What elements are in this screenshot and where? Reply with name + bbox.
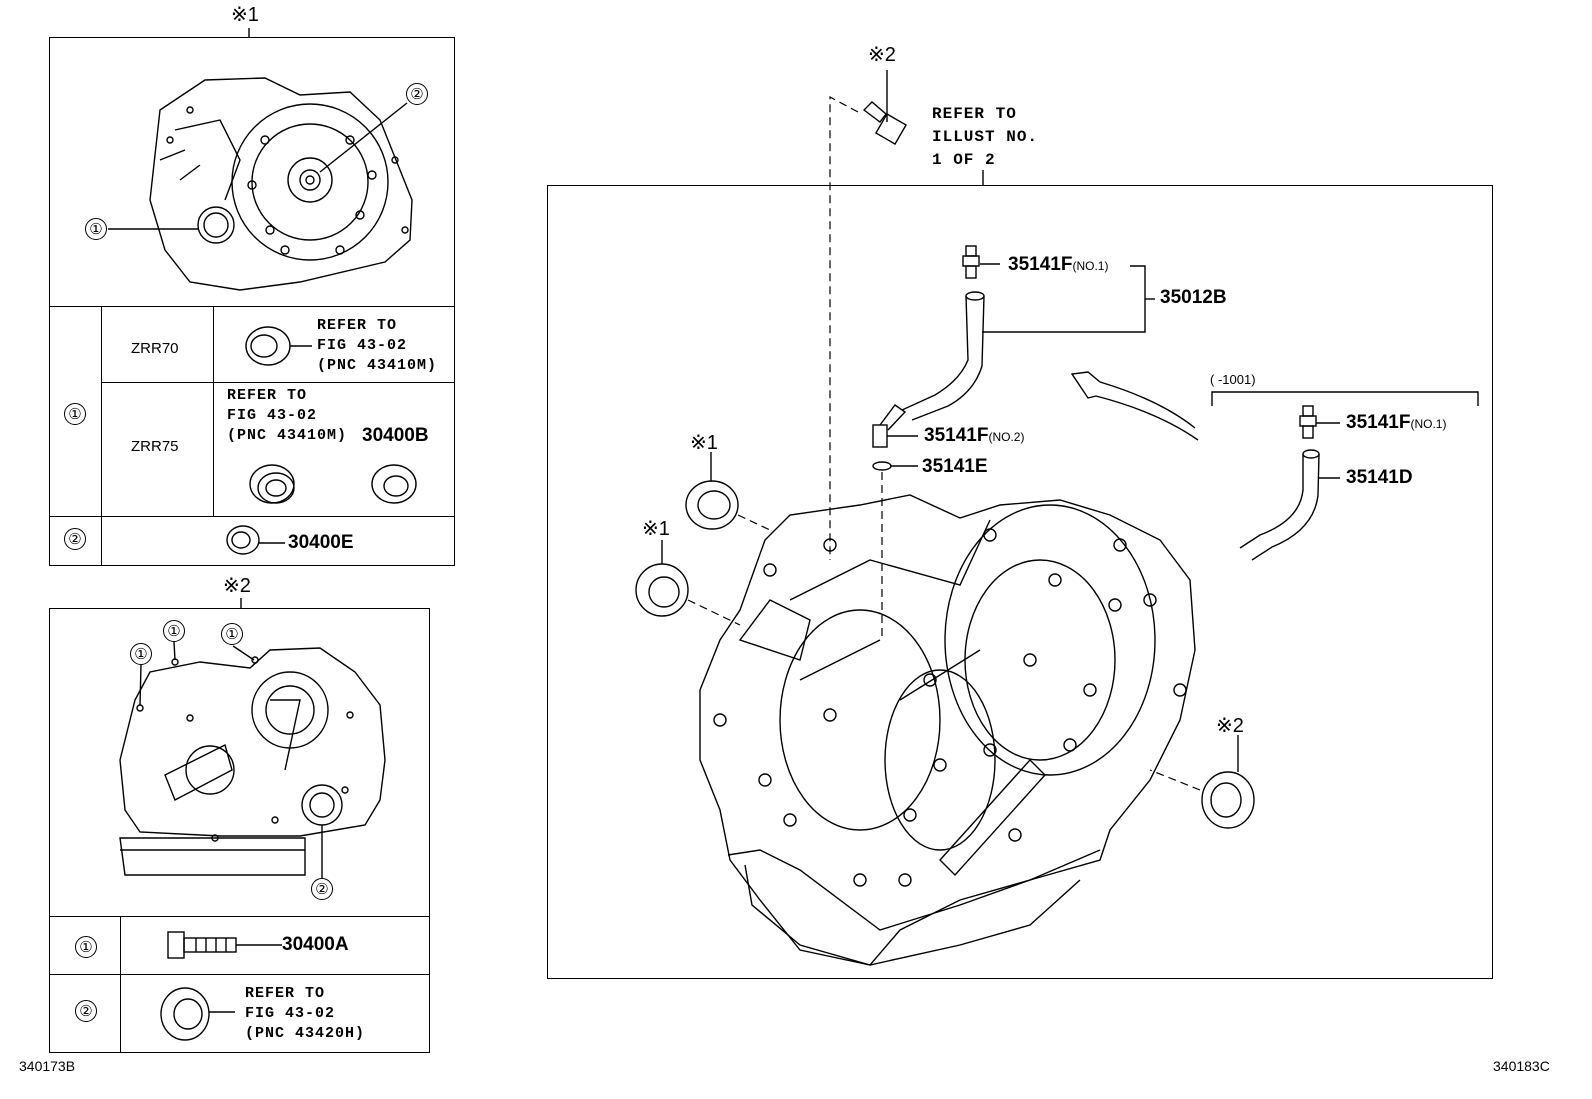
seal-mark-3: ※2 <box>1216 715 1244 737</box>
inset1-row1-marker: ① <box>64 403 86 425</box>
inset1-row2-marker: ② <box>64 528 86 550</box>
inset1-transaxle-drawing <box>108 77 413 291</box>
zrr70-label: ZRR70 <box>131 340 179 357</box>
dashed-leader-top <box>829 95 859 560</box>
inset1-row-mid-line <box>101 382 455 383</box>
part-35141F-no1-right: 35141F <box>1346 412 1411 433</box>
bolt-ref-2 <box>862 70 907 145</box>
inset2-row2-line <box>49 974 430 975</box>
part-35141F-no1: 35141F <box>1008 254 1073 275</box>
inset1-col1-line <box>101 306 102 566</box>
hose-35141D <box>1239 453 1320 561</box>
zrr75-note: REFER TO FIG 43-02 (PNC 43410M) <box>227 387 348 444</box>
figure-code-left: 340173B <box>19 1058 76 1074</box>
inset2-callout-1a: ① <box>130 643 152 665</box>
serial-range: ( -1001) <box>1210 372 1256 387</box>
seal-main-2 <box>635 540 741 626</box>
inset2-col-line <box>120 916 121 1053</box>
part-35141F-no1-right-sub: (NO.1) <box>1410 417 1447 431</box>
label-35141F-no2: 35141F(NO.2) <box>924 425 1024 447</box>
seal-main-3 <box>1149 735 1255 829</box>
inset2-row1-line <box>49 916 430 917</box>
direction-arrow <box>1070 371 1199 441</box>
inset2-row2-marker: ② <box>75 1000 97 1022</box>
part-35141D: 35141D <box>1346 467 1413 488</box>
breather-plug-no1-right <box>1299 405 1340 439</box>
hose-35012B <box>901 295 985 421</box>
seal-zrr70 <box>245 326 312 366</box>
inset2-callout-1b: ① <box>163 620 185 642</box>
inset1-callout-1: ① <box>85 218 107 240</box>
inset1-col2-line <box>213 306 214 516</box>
seal-mark-1: ※1 <box>690 432 718 454</box>
zrr70-note: REFER TO FIG 43-02 (PNC 43410M) <box>317 317 438 374</box>
inset1-row2-line <box>49 516 455 517</box>
part-30400A: 30400A <box>282 934 349 955</box>
seal-zrr75-b <box>371 464 417 504</box>
inset1-callout-2: ② <box>406 83 428 105</box>
part-30400B: 30400B <box>362 425 429 446</box>
main-frame <box>547 185 1493 979</box>
part-35141E: 35141E <box>922 456 988 477</box>
main-top-ref-mark: ※2 <box>868 44 896 66</box>
zrr75-label: ZRR75 <box>131 438 179 455</box>
main-transaxle-drawing <box>699 494 1196 966</box>
main-top-note: REFER TO ILLUST NO. 1 OF 2 <box>932 105 1039 169</box>
breather-plug-no1 <box>962 245 1000 279</box>
part-35141F-no2: 35141F <box>924 425 989 446</box>
bolt-30400A <box>167 931 282 959</box>
label-35141F-no1-right: 35141F(NO.1) <box>1346 412 1446 434</box>
inset2-callout-1c: ① <box>221 623 243 645</box>
inset2-row2-note: REFER TO FIG 43-02 (PNC 43420H) <box>245 985 366 1042</box>
part-35012B: 35012B <box>1160 287 1227 308</box>
part-35141F-no2-sub: (NO.2) <box>988 430 1025 444</box>
seal-main-1 <box>685 452 771 531</box>
inset2-ref-mark: ※2 <box>223 575 251 597</box>
seal-zrr75-a <box>249 464 295 504</box>
figure-code-right: 340183C <box>1493 1058 1550 1074</box>
label-35141F-no1: 35141F(NO.1) <box>1008 254 1108 276</box>
seal-30400E <box>226 525 285 555</box>
inset1-ref-mark: ※1 <box>231 4 259 26</box>
part-30400E: 30400E <box>288 532 354 553</box>
inset2-frame <box>49 608 430 1053</box>
inset1-table-top-line <box>49 306 455 307</box>
breather-plug-no2 <box>872 404 918 448</box>
seal-43420H <box>160 987 235 1041</box>
inset2-callout-2: ② <box>311 878 333 900</box>
inset1-frame <box>49 37 455 566</box>
seal-mark-2: ※1 <box>642 518 670 540</box>
inset2-row1-marker: ① <box>75 936 97 958</box>
inset2-transaxle-drawing <box>119 641 386 878</box>
part-35141F-no1-sub: (NO.1) <box>1072 259 1109 273</box>
